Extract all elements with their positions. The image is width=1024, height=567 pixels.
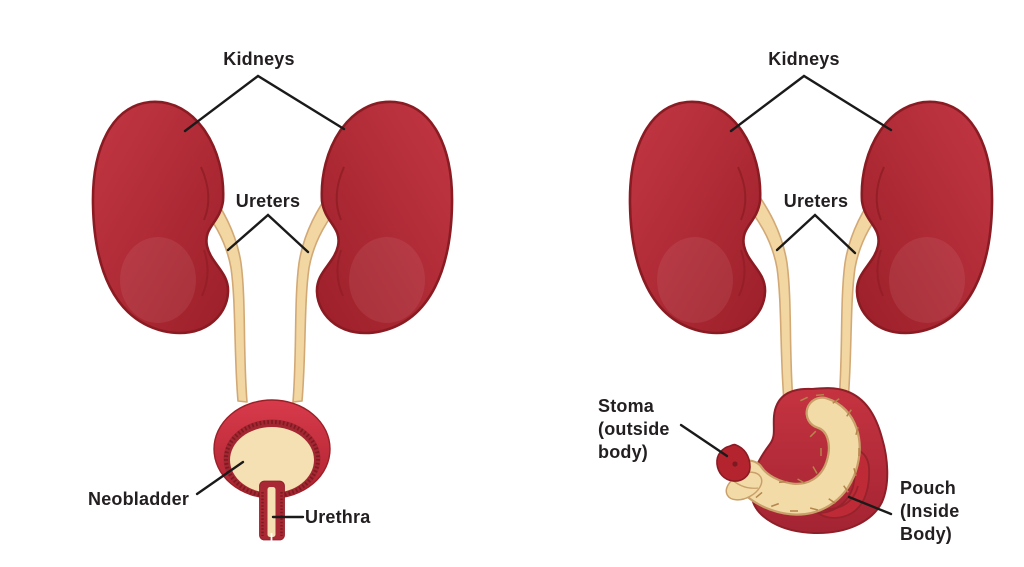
kidney-right bbox=[855, 100, 994, 335]
kidney-left bbox=[91, 100, 230, 335]
kidney-right bbox=[315, 100, 454, 335]
pouch-diagram bbox=[628, 74, 994, 535]
stoma-pointer bbox=[679, 423, 729, 458]
label-kidneys-left: Kidneys bbox=[223, 49, 295, 69]
stoma-assembly bbox=[716, 443, 763, 501]
kidneys-pointer-right-panel bbox=[729, 74, 893, 133]
kidney-left bbox=[628, 100, 767, 335]
label-urethra: Urethra bbox=[305, 507, 371, 527]
neobladder-pointer bbox=[195, 460, 245, 496]
label-kidneys-right: Kidneys bbox=[768, 49, 840, 69]
label-ureters-right: Ureters bbox=[783, 191, 849, 211]
ureters-pointer-right-panel bbox=[775, 213, 857, 255]
pouch-channel bbox=[732, 393, 861, 516]
label-ureters-left: Ureters bbox=[235, 191, 301, 211]
kidneys-pointer-left-panel bbox=[183, 74, 346, 133]
label-pouch: Pouch (Inside Body) bbox=[900, 478, 960, 544]
pouch-pointer bbox=[847, 495, 893, 516]
suture-stitches bbox=[755, 393, 860, 512]
ureters-pointer-left-panel bbox=[226, 213, 310, 254]
label-stoma: Stoma (outside body) bbox=[598, 396, 670, 462]
neobladder-diagram bbox=[91, 74, 454, 541]
label-neobladder: Neobladder bbox=[88, 489, 190, 509]
neobladder-shape bbox=[213, 399, 331, 499]
urethra-tube bbox=[259, 480, 285, 541]
